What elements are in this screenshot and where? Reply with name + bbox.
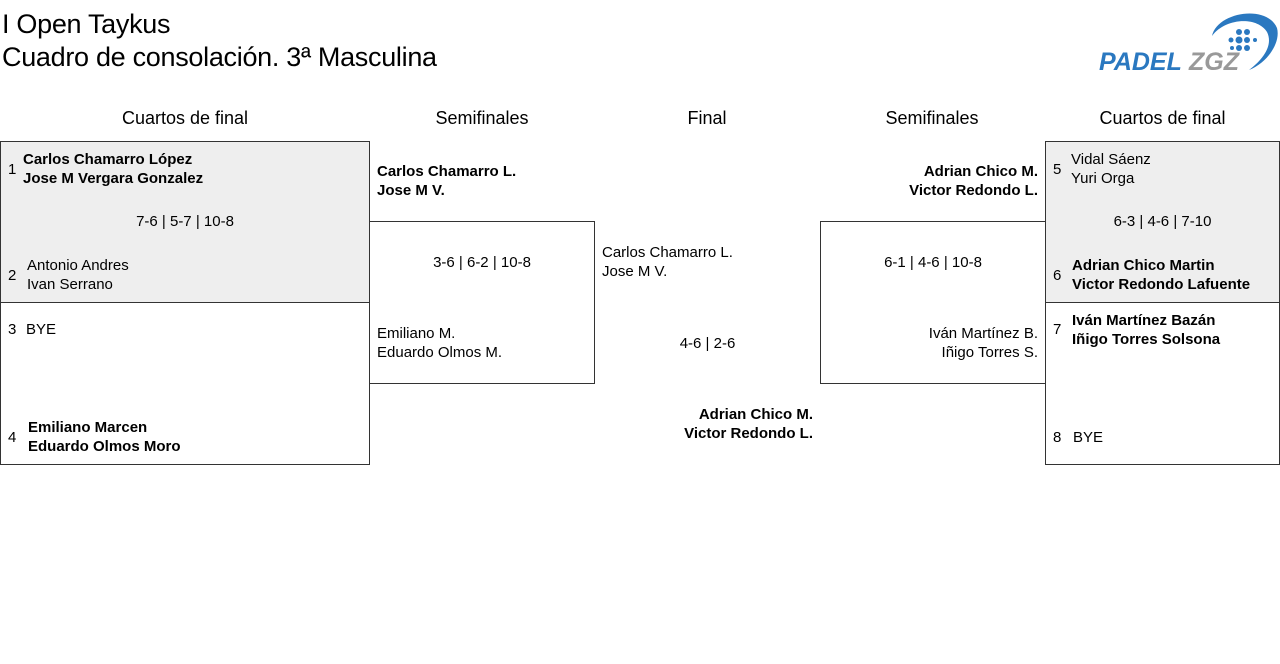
player: Yuri Orga <box>1071 170 1135 187</box>
player: Emiliano Marcen <box>28 419 148 436</box>
player: Adrian Chico Martin <box>1072 257 1215 274</box>
tournament-title: I Open Taykus <box>2 9 171 39</box>
final-winner: Adrian Chico M. Victor Redondo L. <box>684 405 813 443</box>
seed: 7 <box>1053 321 1062 338</box>
seed: 4 <box>8 429 17 446</box>
round-header-sf-right: Semifinales <box>885 108 979 128</box>
seed: 1 <box>8 161 17 178</box>
player: Antonio Andres <box>27 257 129 274</box>
player: Iván Martínez B. <box>928 325 1038 342</box>
team-bye: BYE <box>26 321 57 338</box>
sf-right-winner: Adrian Chico M. Victor Redondo L. <box>909 162 1038 200</box>
svg-text:PADEL: PADEL <box>1099 48 1182 74</box>
seed: 5 <box>1053 161 1062 178</box>
team: Iván Martínez B. Iñigo Torres S. <box>929 324 1038 362</box>
round-header-qf-right: Cuartos de final <box>1099 108 1226 128</box>
player: Adrian Chico M. <box>923 163 1038 180</box>
final-score: 4-6 | 2-6 <box>679 335 736 352</box>
player: Iñigo Torres Solsona <box>1072 331 1221 348</box>
player: Carlos Chamarro L. <box>377 163 517 180</box>
round-header-sf-left: Semifinales <box>435 108 529 128</box>
sf-left-winner: Carlos Chamarro L. Jose M V. <box>377 162 516 200</box>
player: Ivan Serrano <box>27 276 113 293</box>
match-score: 6-3 | 4-6 | 7-10 <box>1113 213 1212 230</box>
player: Eduardo Olmos Moro <box>28 438 181 455</box>
padelzgz-logo: PADEL ZGZ <box>1097 8 1279 76</box>
player: Jose M V. <box>377 182 445 199</box>
seed: 6 <box>1053 267 1062 284</box>
player: Emiliano M. <box>377 325 456 342</box>
player: Victor Redondo Lafuente <box>1072 276 1251 293</box>
seed: 2 <box>8 267 17 284</box>
player: Carlos Chamarro López <box>23 151 193 168</box>
match-score: 3-6 | 6-2 | 10-8 <box>433 254 531 271</box>
match-sf-left[interactable]: 3-6 | 6-2 | 10-8 Emiliano M. Eduardo Olmo… <box>369 221 595 384</box>
team: Emiliano M. Eduardo Olmos M. <box>377 324 502 362</box>
svg-text:ZGZ: ZGZ <box>1188 48 1241 74</box>
player: Adrian Chico M. <box>698 406 813 423</box>
match-score: 7-6 | 5-7 | 10-8 <box>136 213 234 230</box>
player: Iván Martínez Bazán <box>1072 312 1216 329</box>
player: Carlos Chamarro L. <box>602 244 733 261</box>
round-header-qf-left: Cuartos de final <box>121 108 249 128</box>
draw-title: Cuadro de consolación. 3ª Masculina <box>2 42 437 72</box>
player: Iñigo Torres S. <box>941 344 1038 361</box>
match-score: 6-1 | 4-6 | 10-8 <box>884 254 982 271</box>
round-header-final: Final <box>687 108 727 128</box>
player: Victor Redondo L. <box>909 182 1038 199</box>
player: Vidal Sáenz <box>1071 151 1151 168</box>
player: Victor Redondo L. <box>684 425 813 442</box>
match-sf-right[interactable]: 6-1 | 4-6 | 10-8 Iván Martínez B. Iñigo T… <box>820 221 1046 384</box>
seed: 8 <box>1053 429 1062 446</box>
player: Jose M Vergara Gonzalez <box>23 170 204 187</box>
player: Jose M V. <box>602 263 668 280</box>
team-bye: BYE <box>1073 429 1104 446</box>
seed: 3 <box>8 321 17 338</box>
player: Eduardo Olmos M. <box>377 344 503 361</box>
final-team-a: Carlos Chamarro L. Jose M V. <box>602 243 733 281</box>
